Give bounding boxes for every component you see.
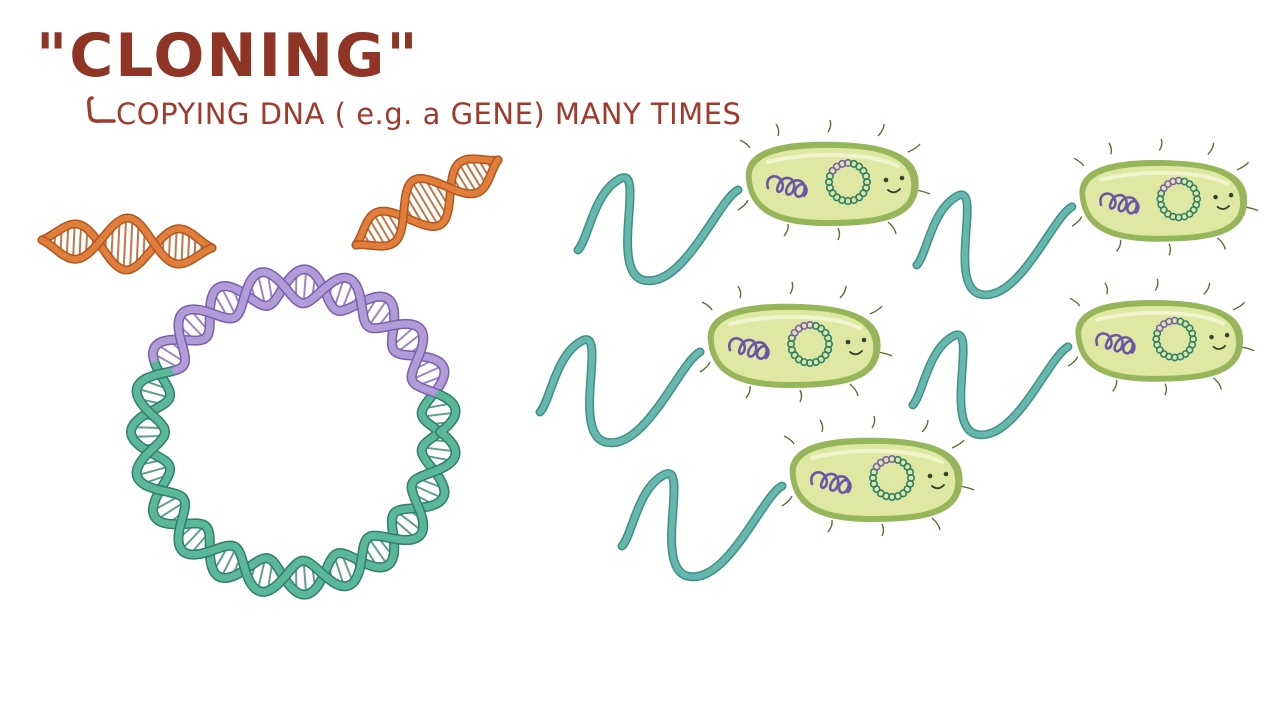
mini-plasmid-icon — [787, 321, 834, 367]
gene-dna-left-icon — [37, 213, 217, 275]
plasmid-icon — [126, 264, 461, 600]
bacterium-icon — [912, 138, 1259, 300]
bacterium-icon — [617, 415, 975, 582]
bacterium-icon — [535, 281, 893, 448]
mini-plasmid-icon — [869, 455, 916, 501]
bacteria-group — [535, 119, 1259, 582]
bacterium-icon — [573, 119, 931, 286]
bacterium-icon — [908, 278, 1255, 440]
subtitle-bracket-icon — [87, 96, 116, 123]
mini-plasmid-icon — [825, 159, 872, 205]
mini-plasmid-icon — [1156, 176, 1202, 222]
page-title: "CLONING" — [36, 21, 420, 91]
page-subtitle: COPYING DNA ( e.g. a GENE) MANY TIMES — [116, 97, 742, 131]
mini-plasmid-icon — [1152, 316, 1198, 362]
gene-dna-right-icon — [351, 154, 503, 251]
